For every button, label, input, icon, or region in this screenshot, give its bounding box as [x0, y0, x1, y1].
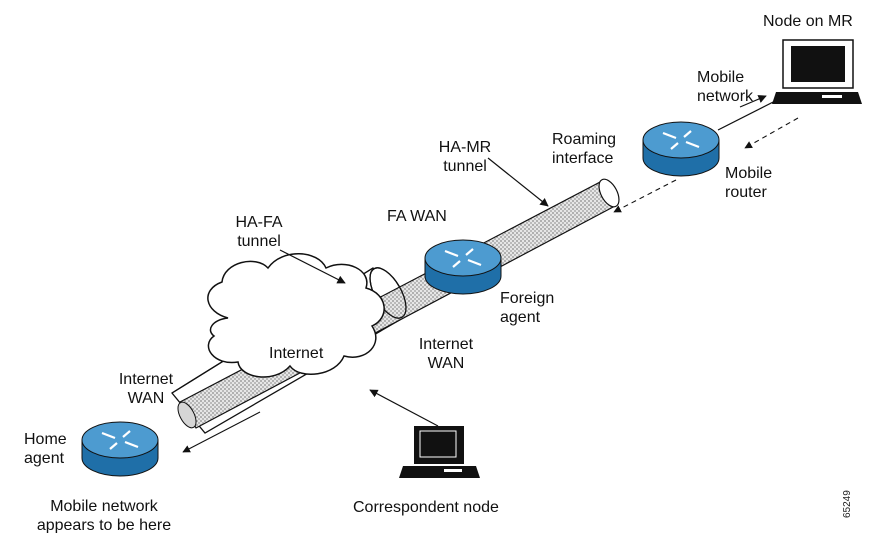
ha-mr-tunnel-pointer	[487, 157, 549, 207]
home-agent-router-icon	[81, 421, 159, 477]
inbound-arrow-top	[744, 117, 799, 149]
internet-label: Internet	[269, 345, 324, 362]
correspondent-arrow	[369, 389, 439, 427]
correspondent-node-label: Correspondent node	[353, 499, 499, 516]
cloud-icon	[207, 253, 385, 378]
node-on-mr-computer-icon	[772, 39, 862, 104]
ha-fa-tunnel-pointer	[279, 249, 346, 284]
mobile-network-link	[717, 96, 784, 131]
home-agent-arrow	[182, 411, 261, 453]
fa-wan-label: FA WAN	[387, 208, 447, 225]
correspondent-node-computer-icon	[399, 426, 480, 478]
inbound-arrow-mid	[613, 179, 677, 213]
mobile-router-icon	[642, 121, 720, 177]
mobile-network-pointer	[739, 95, 767, 108]
figure-number: 65249	[842, 490, 853, 518]
node-on-mr-label: Node on MR	[763, 13, 853, 30]
foreign-agent-router-icon	[424, 239, 502, 295]
